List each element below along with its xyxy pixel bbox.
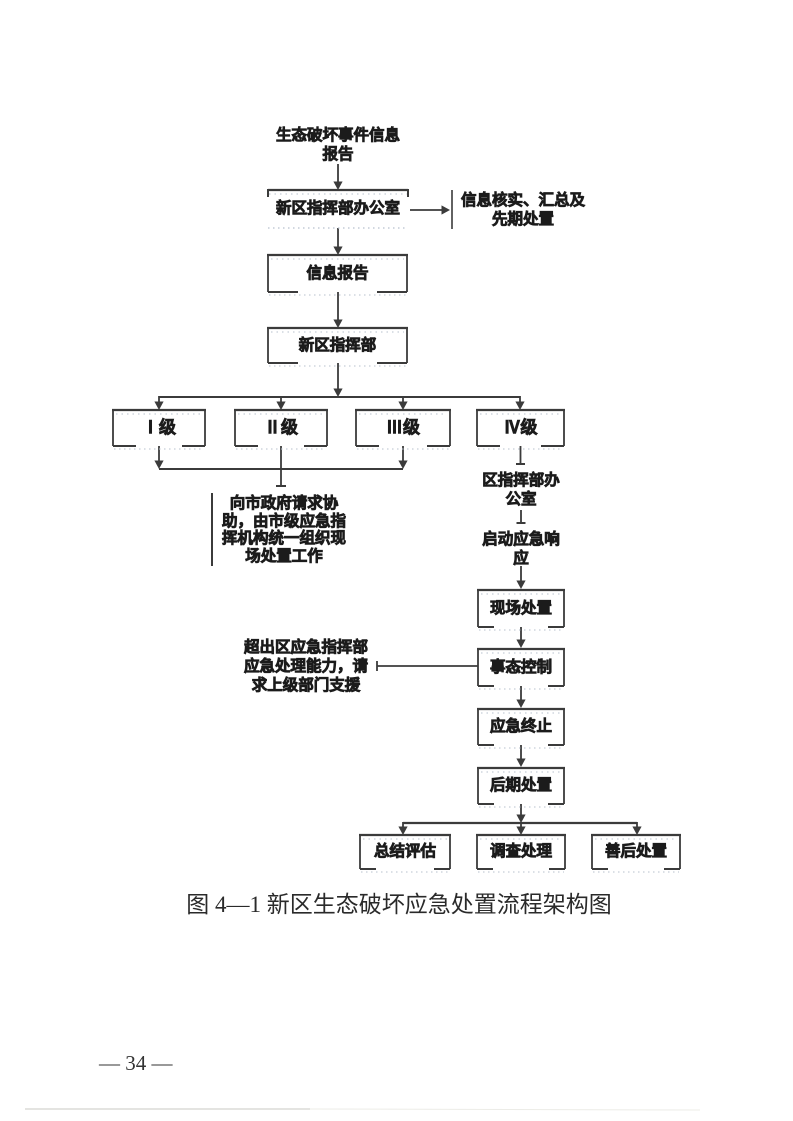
node-label-investigation: 调查处理 [489,843,553,861]
connector-onsite-to-control [516,627,526,648]
connector-district-office-to-response [516,510,526,524]
scan-edge-artifact [25,1108,701,1111]
box-outline-control [477,647,565,690]
connector-info-report-to-hq [333,292,343,328]
node-label-onsite: 现场处置 [489,599,553,617]
connector-response-to-onsite [516,566,526,589]
box-outline-level-2 [234,408,328,450]
figure-caption: 图 4—1 新区生态破坏应急处置流程架构图 [186,892,612,917]
node-label-level-1: Ⅰ级 [142,418,177,437]
box-outline-hq-office [267,188,409,229]
box-outline-aftermath [591,833,681,873]
node-label-level-4: Ⅳ级 [503,418,538,437]
connector-office-to-info-report [333,228,343,255]
box-outline-info-report [267,253,408,296]
connector-start-to-office [333,164,343,190]
note-label-city-request: 向市政府请求协 助，由市级应急指 挥机构统一组织现 场处置工作 [221,495,347,566]
box-outline-level-1 [112,408,206,450]
box-outline-level-4 [476,408,565,450]
box-outline-level-3 [355,408,451,450]
connector-branch-to-level-2 [276,396,286,410]
note-label-verify: 信息核实、汇总及 先期处置 [460,192,586,229]
node-label-summary: 总结评估 [373,843,437,861]
box-outline-onsite [477,588,565,631]
node-label-level-3: Ⅲ级 [386,418,421,437]
connector-exceed-note-to-control [376,661,478,671]
connector-branch-to-level-1 [154,396,164,410]
box-outline-hq [267,326,408,367]
connector-control-to-terminate [516,686,526,708]
connector-terminate-to-post [516,745,526,767]
connector-branch-to-aftermath [632,822,642,835]
page-number: — 34 — [99,1051,173,1075]
connector-hq-to-branch [333,363,343,397]
connector-branch-to-investigation [516,822,526,835]
node-label-aftermath: 善后处置 [604,843,668,861]
note-label-exceed: 超出区应急指挥部 应急处理能力，请 求上级部门支援 [243,639,369,695]
box-outline-terminate [477,707,565,749]
box-outline-post [477,766,565,808]
node-label-hq: 新区指挥部 [298,336,377,354]
box-outline-summary [359,833,451,873]
connector-post-to-bottom-branch [516,804,526,823]
node-label-hq-office: 新区指挥部办公室 [275,200,401,218]
node-label-start-response: 启动应急响 应 [482,531,560,568]
node-label-control: 事态控制 [489,658,553,676]
node-label-post: 后期处置 [489,777,553,795]
connector-office-to-verify-note [410,190,453,229]
connector-branch-to-summary [398,822,408,835]
connector-branch-to-level-3 [398,396,408,410]
connector-level-4-to-district-office [516,446,525,465]
node-label-level-2: Ⅱ级 [264,418,299,437]
node-label-info-report: 信息报告 [306,264,369,282]
node-label-district-office: 区指挥部办 公室 [482,472,560,509]
node-label-start: 生态破坏事件信息 报告 [275,127,401,164]
connector-branch-to-level-4 [515,396,525,410]
box-outline-investigation [476,833,566,873]
node-label-terminate: 应急终止 [489,718,553,736]
connector-level-2-to-request-note [276,446,286,487]
